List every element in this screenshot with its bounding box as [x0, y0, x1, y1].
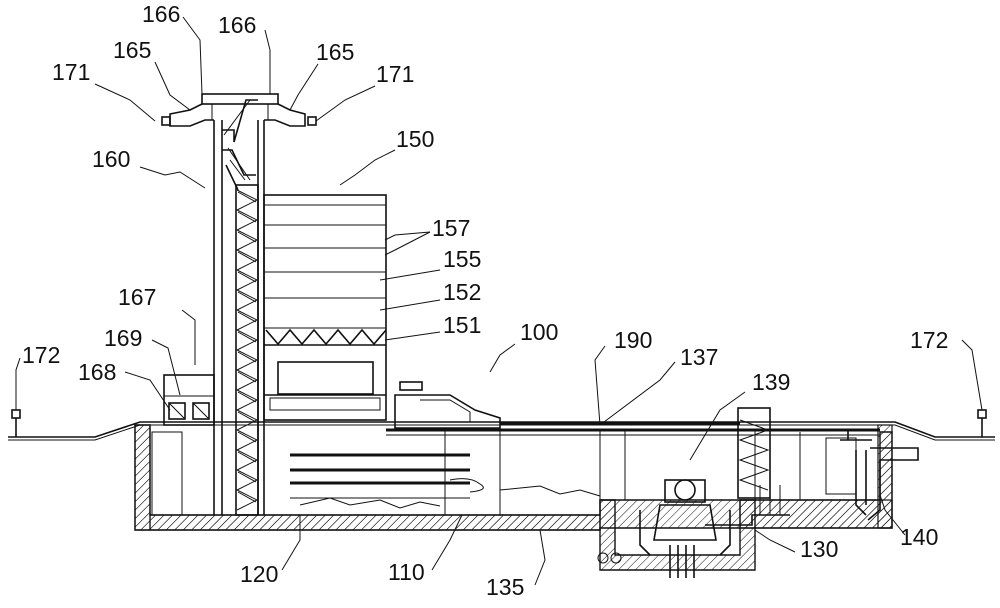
label-110: 110	[388, 559, 425, 585]
label-135: 135	[486, 574, 524, 600]
label-160: 160	[92, 146, 130, 172]
label-140: 140	[900, 524, 938, 550]
label-171-left: 171	[52, 59, 90, 85]
label-100: 100	[520, 319, 558, 345]
control-house	[164, 375, 214, 425]
label-167: 167	[118, 284, 156, 310]
lift-tower	[214, 100, 264, 515]
antenna-poles	[12, 410, 986, 437]
label-166-right: 166	[218, 12, 256, 38]
label-120: 120	[240, 561, 278, 587]
label-150: 150	[396, 126, 434, 152]
label-171-right: 171	[376, 61, 414, 87]
label-139: 139	[752, 369, 790, 395]
label-137: 137	[680, 344, 718, 370]
label-165-left: 165	[113, 37, 151, 63]
label-130: 130	[800, 536, 838, 562]
label-172-left: 172	[22, 342, 60, 368]
label-152: 152	[443, 279, 481, 305]
label-190: 190	[614, 327, 652, 353]
label-166-left: 166	[142, 1, 180, 27]
label-151: 151	[443, 312, 481, 338]
label-155: 155	[443, 246, 481, 272]
label-165-right: 165	[316, 39, 354, 65]
processing-unit	[386, 382, 880, 435]
top-platform	[162, 94, 316, 126]
label-172-right: 172	[910, 327, 948, 353]
label-169: 169	[104, 325, 142, 351]
label-157: 157	[432, 215, 470, 241]
storage-building	[264, 195, 386, 420]
label-168: 168	[78, 359, 116, 385]
